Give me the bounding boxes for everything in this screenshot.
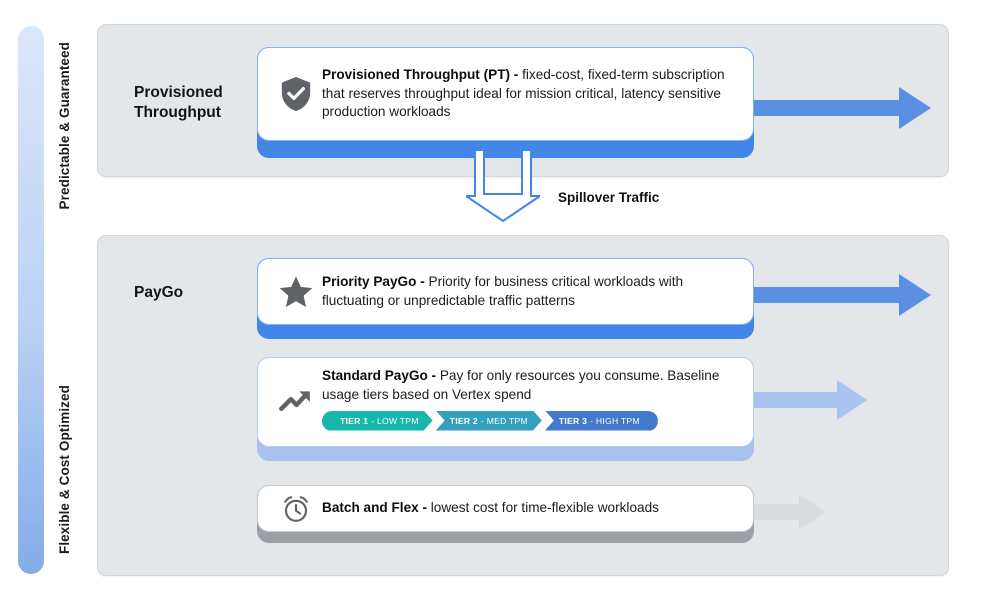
priority-spectrum-bar bbox=[18, 26, 44, 574]
flow-arrow-standard-paygo bbox=[753, 380, 867, 420]
flow-arrow-priority-paygo bbox=[753, 274, 931, 316]
axis-label-flexible: Flexible & Cost Optimized bbox=[57, 385, 72, 555]
card-text-provisioned-throughput: Provisioned Throughput (PT) - fixed-cost… bbox=[322, 66, 739, 122]
tier-badge-2-name: TIER 2 bbox=[449, 415, 478, 426]
tier-badge-1-detail: - LOW TPM bbox=[371, 415, 419, 426]
card-text-batch-and-flex: Batch and Flex - lowest cost for time-fl… bbox=[322, 499, 663, 518]
panel-title-provisioned-throughput: Provisioned Throughput bbox=[134, 84, 223, 122]
card-description: lowest cost for time-flexible workloads bbox=[427, 500, 659, 516]
card-title: Batch and Flex - bbox=[322, 500, 427, 516]
star-icon bbox=[270, 274, 322, 310]
card-face: Batch and Flex - lowest cost for time-fl… bbox=[257, 485, 754, 532]
card-text-standard-paygo: Standard PayGo - Pay for only resources … bbox=[322, 367, 739, 405]
spillover-traffic-label: Spillover Traffic bbox=[558, 190, 660, 205]
card-batch-and-flex[interactable]: Batch and Flex - lowest cost for time-fl… bbox=[257, 485, 754, 543]
card-standard-paygo[interactable]: Standard PayGo - Pay for only resources … bbox=[257, 357, 754, 461]
tier-badge-3-name: TIER 3 bbox=[558, 415, 588, 426]
tier-badge-3-detail: - HIGH TPM bbox=[590, 415, 640, 426]
panel-title-paygo: PayGo bbox=[134, 284, 184, 301]
card-body-standard-paygo: Standard PayGo - Pay for only resources … bbox=[322, 367, 739, 431]
card-title: Provisioned Throughput (PT) - bbox=[322, 66, 519, 82]
card-title: Priority PayGo - bbox=[322, 273, 425, 289]
usage-tier-bar: TIER 1- LOW TPM TIER 2- MED TPM TIER 3- … bbox=[322, 410, 739, 431]
flow-arrow-provisioned-throughput bbox=[753, 87, 931, 129]
card-description: Priority for business critical workloads… bbox=[322, 273, 684, 308]
tier-badge-2: TIER 2- MED TPM bbox=[436, 411, 542, 431]
alarm-clock-icon bbox=[270, 494, 322, 524]
card-priority-paygo[interactable]: Priority PayGo - Priority for business c… bbox=[257, 258, 754, 339]
tier-badge-1: TIER 1- LOW TPM bbox=[322, 411, 433, 431]
axis-label-predictable: Predictable & Guaranteed bbox=[57, 42, 72, 210]
card-text-priority-paygo: Priority PayGo - Priority for business c… bbox=[322, 273, 739, 311]
spillover-arrow-icon bbox=[466, 150, 540, 222]
card-face: Priority PayGo - Priority for business c… bbox=[257, 258, 754, 325]
card-title: Standard PayGo - bbox=[322, 368, 437, 383]
card-face: Standard PayGo - Pay for only resources … bbox=[257, 357, 754, 447]
tier-badge-3: TIER 3- HIGH TPM bbox=[544, 410, 658, 431]
card-provisioned-throughput[interactable]: Provisioned Throughput (PT) - fixed-cost… bbox=[257, 47, 754, 158]
card-description: Pay for only resources you consume. Base… bbox=[322, 368, 720, 402]
tier-badge-2-detail: - MED TPM bbox=[480, 415, 528, 426]
tier-badge-1-name: TIER 1 bbox=[340, 415, 369, 426]
trending-up-icon bbox=[270, 367, 322, 435]
card-face: Provisioned Throughput (PT) - fixed-cost… bbox=[257, 47, 754, 141]
card-description: fixed-cost, fixed-term subscription that… bbox=[322, 66, 725, 120]
flow-arrow-batch-and-flex bbox=[753, 494, 825, 530]
shield-check-icon bbox=[270, 75, 322, 113]
